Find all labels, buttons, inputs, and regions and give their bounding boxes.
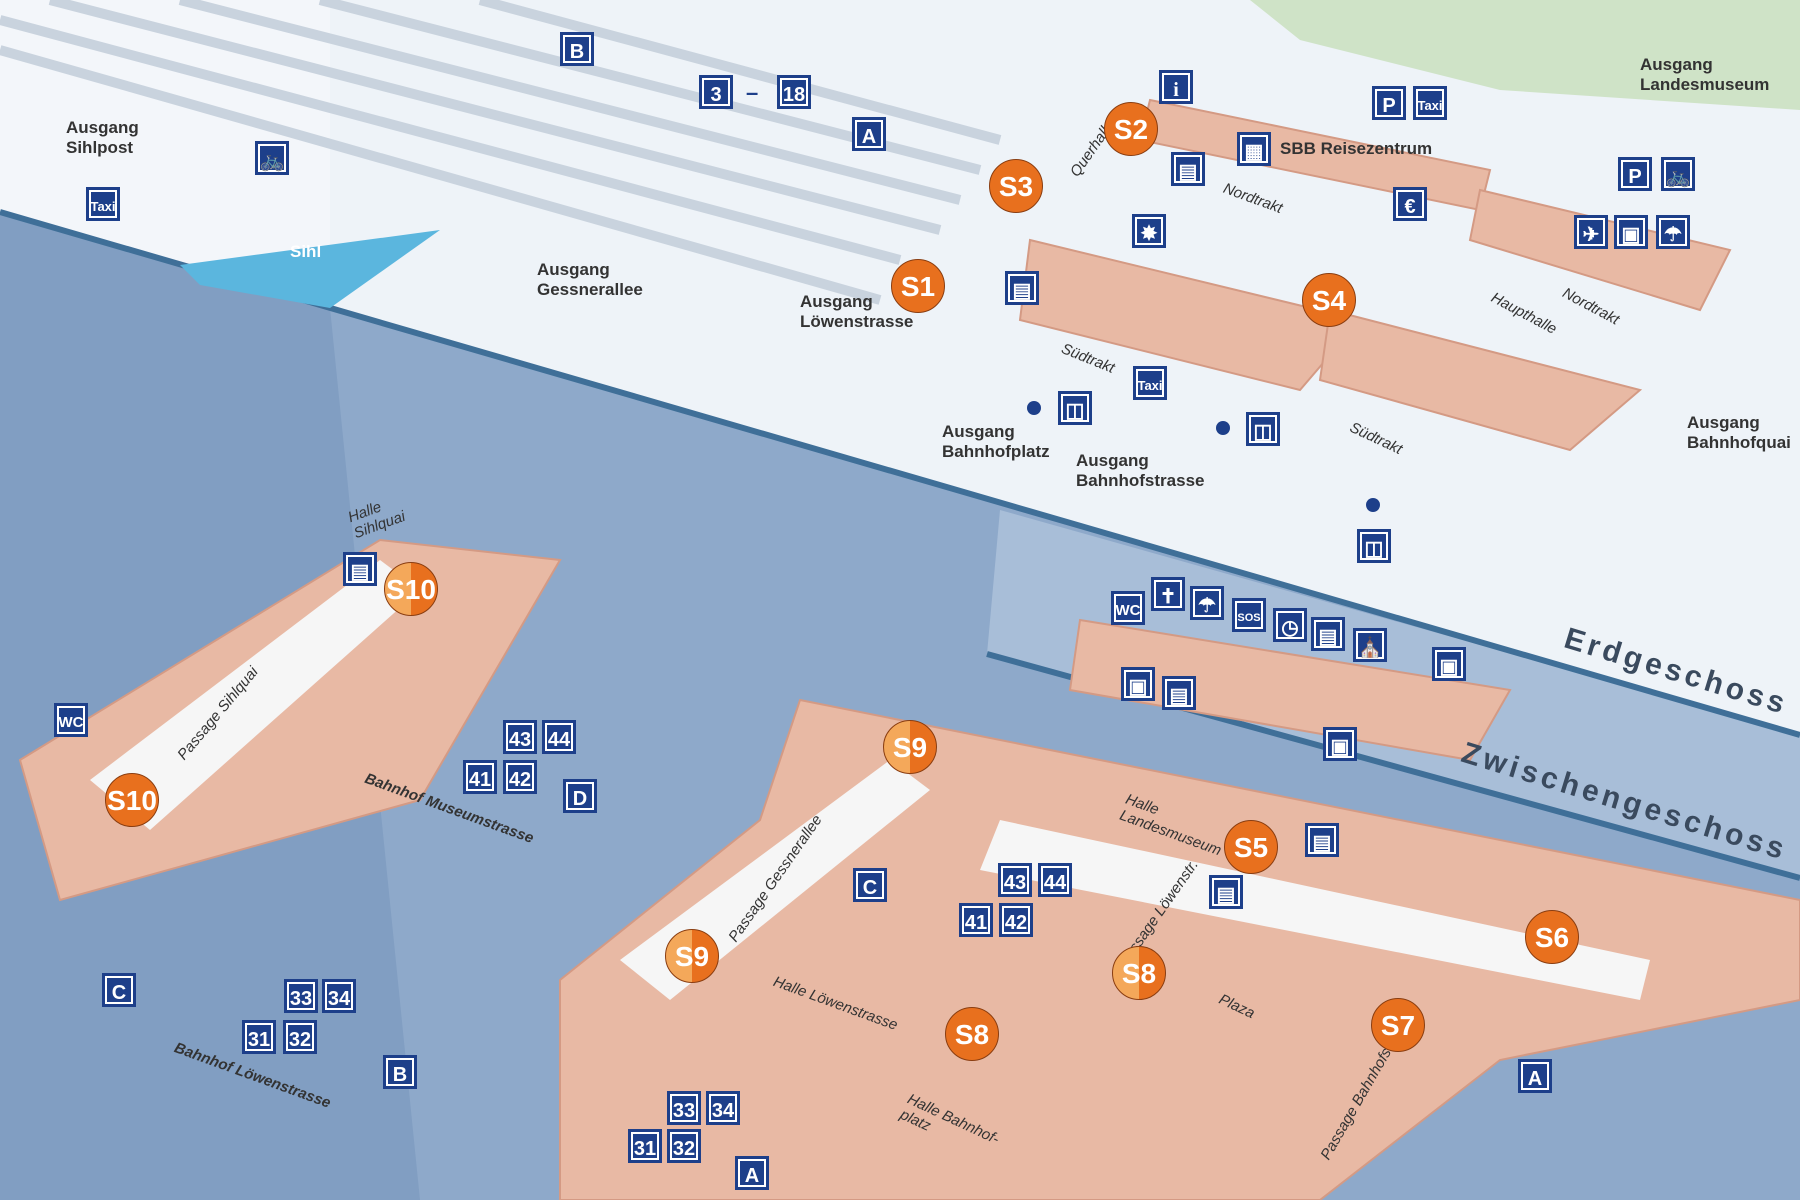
label-sihl: Sihl [290, 242, 322, 261]
tram-icon[interactable]: ◫ [1058, 391, 1092, 425]
platform-badge-42: 42 [999, 903, 1033, 937]
label-ausgang-landesmuseum: Ausgang Landesmuseum [1640, 55, 1770, 94]
bike-parking-icon[interactable]: 🚲 [1661, 157, 1695, 191]
platform-badge-41: 41 [959, 903, 993, 937]
platform-badge-34: 34 [706, 1091, 740, 1125]
exit-marker-s2[interactable]: S2 [1104, 102, 1158, 156]
exit-marker-s9[interactable]: S9 [665, 929, 719, 983]
exit-marker-s3[interactable]: S3 [989, 159, 1043, 213]
bus-icon[interactable]: ◫ [1246, 412, 1280, 446]
parking-icon[interactable]: P [1372, 86, 1406, 120]
label-ausgang-gessnerallee: Ausgang Gessnerallee [537, 260, 643, 299]
ticket-machine-icon[interactable]: ▤ [1209, 875, 1243, 909]
luggage-icon[interactable]: ▣ [1614, 215, 1648, 249]
ticket-machine-icon[interactable]: ▤ [1162, 676, 1196, 710]
platform-badge-43: 43 [998, 863, 1032, 897]
info-icon[interactable]: i [1159, 70, 1193, 104]
platform-badge-33: 33 [284, 979, 318, 1013]
sos-icon[interactable]: SOS [1232, 598, 1266, 632]
exit-marker-s8[interactable]: S8 [945, 1007, 999, 1061]
ticket-machine-icon[interactable]: ▤ [1005, 271, 1039, 305]
platform-badge-44: 44 [1038, 863, 1072, 897]
taxi-icon[interactable]: Taxi [1413, 86, 1447, 120]
platform-badge-3: 3 [699, 75, 733, 109]
platform-badge-32: 32 [667, 1129, 701, 1163]
parking-icon[interactable]: P [1618, 157, 1652, 191]
stop-dot [1216, 421, 1230, 435]
exit-marker-s10[interactable]: S10 [384, 562, 438, 616]
wc-icon[interactable]: WC [1111, 591, 1145, 625]
bus-icon[interactable]: ◫ [1357, 529, 1391, 563]
ticket-machine-icon[interactable]: ▤ [343, 552, 377, 586]
meeting-point-icon[interactable]: ✸ [1132, 214, 1166, 248]
waiting-room-icon[interactable]: ◷ [1273, 608, 1307, 642]
stop-dot [1366, 498, 1380, 512]
platform-badge-31: 31 [628, 1129, 662, 1163]
platform-badge-18: 18 [777, 75, 811, 109]
sector-badge-a: A [852, 117, 886, 151]
sector-badge-d: D [563, 779, 597, 813]
platform-badge-42: 42 [503, 760, 537, 794]
platform-badge-43: 43 [503, 720, 537, 754]
baby-changing-icon[interactable]: ✝ [1151, 577, 1185, 611]
ticket-machine-icon[interactable]: ▤ [1311, 617, 1345, 651]
sector-badge-c: C [853, 868, 887, 902]
platform-badge-44: 44 [542, 720, 576, 754]
currency-exchange-icon[interactable]: € [1393, 187, 1427, 221]
sector-badge-b: B [383, 1055, 417, 1089]
taxi-icon[interactable]: Taxi [86, 187, 120, 221]
label-ausgang-sihlpost: Ausgang Sihlpost [66, 118, 139, 157]
shower-icon[interactable]: ☂ [1190, 586, 1224, 620]
luggage-locker-icon[interactable]: ▣ [1432, 647, 1466, 681]
label-ausgang-bahnhofstrasse: Ausgang Bahnhofstrasse [1076, 451, 1205, 490]
platform-badge-34: 34 [322, 979, 356, 1013]
label-ausgang-bahnhofplatz: Ausgang Bahnhofplatz [942, 422, 1050, 461]
platform-badge-41: 41 [463, 760, 497, 794]
label-ausgang-bahnhofquai: Ausgang Bahnhofquai [1687, 413, 1791, 452]
exit-marker-s9[interactable]: S9 [883, 720, 937, 774]
label-ausgang-loewenstrasse: Ausgang Löwenstrasse [800, 292, 914, 331]
exit-marker-s4[interactable]: S4 [1302, 273, 1356, 327]
exit-marker-s6[interactable]: S6 [1525, 910, 1579, 964]
luggage-locker-icon[interactable]: ▣ [1121, 667, 1155, 701]
sector-badge-c: C [102, 973, 136, 1007]
sector-badge-a: A [1518, 1059, 1552, 1093]
sector-badge-b: B [560, 32, 594, 66]
sihl-river [180, 230, 440, 308]
sector-badge-a: A [735, 1156, 769, 1190]
taxi-icon[interactable]: Taxi [1133, 366, 1167, 400]
bike-parking-icon[interactable]: 🚲 [255, 141, 289, 175]
label-sbb-reisezentrum: SBB Reisezentrum [1280, 139, 1433, 158]
exit-marker-s1[interactable]: S1 [891, 259, 945, 313]
platform-badge-33: 33 [667, 1091, 701, 1125]
chapel-icon[interactable]: ⛪ [1353, 628, 1387, 662]
luggage-locker-icon[interactable]: ▣ [1323, 727, 1357, 761]
platform-range-separator: – [746, 80, 759, 105]
exit-marker-s7[interactable]: S7 [1371, 998, 1425, 1052]
check-in-icon[interactable]: ✈ [1574, 215, 1608, 249]
platform-badge-31: 31 [242, 1020, 276, 1054]
exit-marker-s10[interactable]: S10 [105, 773, 159, 827]
wc-icon[interactable]: WC [54, 703, 88, 737]
ticket-machine-icon[interactable]: ▤ [1305, 823, 1339, 857]
travel-centre-icon[interactable]: ▦ [1237, 132, 1271, 166]
exit-marker-s8[interactable]: S8 [1112, 946, 1166, 1000]
platform-badge-32: 32 [283, 1020, 317, 1054]
lost-property-icon[interactable]: ☂ [1656, 215, 1690, 249]
exit-marker-s5[interactable]: S5 [1224, 820, 1278, 874]
ticket-machine-icon[interactable]: ▤ [1171, 152, 1205, 186]
stop-dot [1027, 401, 1041, 415]
